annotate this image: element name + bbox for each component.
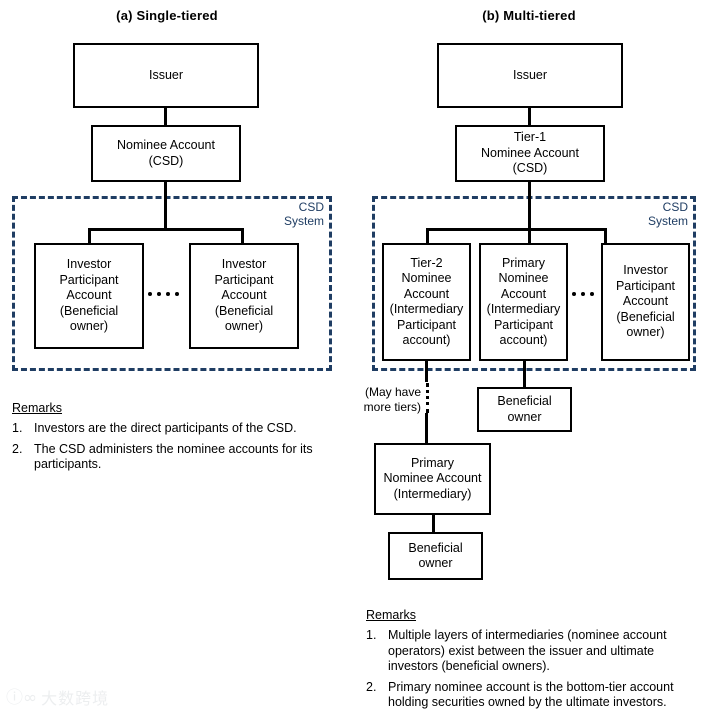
remarks-block-left: Remarks 1. Investors are the direct part… xyxy=(12,401,332,478)
connector-bus-to-tier2 xyxy=(426,228,429,243)
watermark: ⓘ∞ 大数跨境 xyxy=(6,690,109,707)
node-primary-nominee-account-participant: Primary Nominee Account (Intermediary Pa… xyxy=(479,243,568,361)
connector-bus-left xyxy=(88,228,243,231)
node-tier2-nominee-account: Tier-2 Nominee Account (Intermediary Par… xyxy=(382,243,471,361)
remark-item: 2. The CSD administers the nominee accou… xyxy=(12,442,332,473)
connector-primary-to-beneficial-upper xyxy=(523,359,526,389)
may-have-more-tiers-note: (May have more tiers) xyxy=(363,385,421,414)
connector-bus-to-investor-2-left xyxy=(241,228,244,243)
remark-number: 1. xyxy=(12,421,23,435)
connector-issuer-to-nominee-left xyxy=(164,106,167,126)
node-beneficial-owner-upper: Beneficial owner xyxy=(477,387,572,432)
connector-bus-right xyxy=(426,228,606,231)
node-issuer-right: Issuer xyxy=(437,43,623,108)
remark-item: 1. Investors are the direct participants… xyxy=(12,421,332,437)
ellipsis-between-accounts-right xyxy=(572,292,594,296)
connector-tier2-down-solid-upper xyxy=(425,359,428,382)
connector-tier1-to-bus-right xyxy=(528,180,531,243)
remark-number: 2. xyxy=(366,679,377,694)
node-investor-participant-account-right: Investor Participant Account (Beneficial… xyxy=(601,243,690,361)
panel-title-single-tiered: (a) Single-tiered xyxy=(116,8,218,23)
connector-nominee-to-bus-left xyxy=(164,180,167,230)
remark-item: 1. Multiple layers of intermediaries (no… xyxy=(366,628,696,675)
connector-bus-to-investor-1-left xyxy=(88,228,91,243)
connector-may-have-more-tiers-dotted xyxy=(426,383,429,413)
csd-system-label-right: CSD System xyxy=(647,200,688,228)
watermark-logo-icon: ⓘ∞ xyxy=(6,688,38,708)
node-tier1-nominee-account: Tier-1 Nominee Account (CSD) xyxy=(455,125,605,182)
connector-tier2-down-solid-lower xyxy=(425,413,428,443)
remark-text: Multiple layers of intermediaries (nomin… xyxy=(388,628,667,673)
node-beneficial-owner-lower: Beneficial owner xyxy=(388,532,483,580)
connector-bus-to-investor-right xyxy=(604,228,607,243)
ellipsis-between-investors-left xyxy=(148,292,179,296)
watermark-text: 大数跨境 xyxy=(41,688,110,708)
node-investor-participant-account-1-left: Investor Participant Account (Beneficial… xyxy=(34,243,144,349)
remarks-block-right: Remarks 1. Multiple layers of intermedia… xyxy=(366,608,696,716)
remark-text: Investors are the direct participants of… xyxy=(34,421,297,435)
remark-number: 1. xyxy=(366,628,377,642)
remark-item: 2. Primary nominee account is the bottom… xyxy=(366,680,696,711)
node-nominee-account-left: Nominee Account (CSD) xyxy=(91,125,241,182)
csd-system-label-left: CSD System xyxy=(283,200,324,228)
remarks-title-right: Remarks xyxy=(366,608,417,622)
remarks-title-left: Remarks xyxy=(12,401,63,415)
remark-number: 2. xyxy=(12,441,23,456)
csd-system-region-right xyxy=(372,196,696,371)
csd-system-region-left xyxy=(12,196,332,371)
node-issuer-left: Issuer xyxy=(73,43,259,108)
panel-title-multi-tiered: (b) Multi-tiered xyxy=(482,8,576,23)
remark-text: The CSD administers the nominee accounts… xyxy=(34,441,313,472)
connector-issuer-to-tier1-right xyxy=(528,106,531,126)
remark-text: Primary nominee account is the bottom-ti… xyxy=(388,679,674,710)
node-investor-participant-account-2-left: Investor Participant Account (Beneficial… xyxy=(189,243,299,349)
connector-primary-intermediary-to-beneficial-lower xyxy=(432,513,435,533)
node-primary-nominee-account-intermediary: Primary Nominee Account (Intermediary) xyxy=(374,443,491,515)
